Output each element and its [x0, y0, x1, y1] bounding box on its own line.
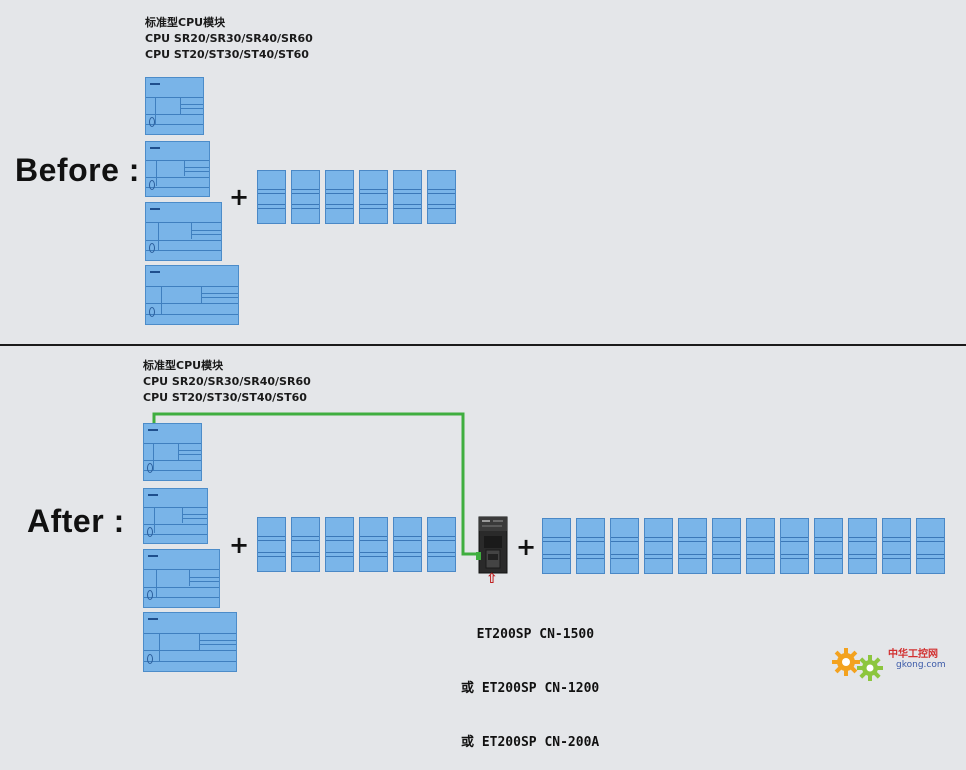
et200sp-cn-labels: ET200SP CN-1500 或 ET200SP CN-1200 或 ET20…: [461, 590, 599, 770]
after-label: After :: [27, 503, 125, 539]
signal-module: [257, 517, 286, 572]
watermark-url: gkong.com: [896, 660, 946, 670]
signal-module: [393, 170, 422, 224]
et200sp-cn-module: [476, 516, 508, 574]
cpu-module: [143, 423, 202, 481]
after-plus-right: +: [516, 533, 537, 561]
signal-module: [780, 518, 809, 574]
cpu-module: [143, 612, 237, 672]
cpu-module: [143, 488, 208, 544]
signal-module: [882, 518, 911, 574]
signal-module: [291, 170, 320, 224]
signal-module: [393, 517, 422, 572]
signal-module: [576, 518, 605, 574]
before-label: Before :: [15, 152, 140, 188]
signal-module: [644, 518, 673, 574]
watermark-cn: 中华工控网: [888, 649, 938, 660]
signal-module: [542, 518, 571, 574]
signal-module: [678, 518, 707, 574]
after-title-block: 标准型CPU模块 CPU SR20/SR30/SR40/SR60 CPU ST2…: [143, 358, 311, 406]
section-divider: [0, 344, 966, 346]
cpu-module: [145, 77, 204, 135]
signal-module: [325, 517, 354, 572]
signal-module: [746, 518, 775, 574]
signal-module: [712, 518, 741, 574]
cpu-module: [145, 141, 210, 197]
before-title-block: 标准型CPU模块 CPU SR20/SR30/SR40/SR60 CPU ST2…: [145, 15, 313, 63]
watermark: 中华工控网 gkong.com: [830, 640, 960, 690]
cn-label-line-3: 或 ET200SP CN-200A: [461, 735, 600, 750]
signal-module: [359, 170, 388, 224]
before-heading: 标准型CPU模块: [145, 16, 226, 29]
signal-module: [610, 518, 639, 574]
signal-module: [916, 518, 945, 574]
gear-icon: [832, 648, 883, 681]
cn-label-line-1: ET200SP CN-1500: [461, 627, 595, 642]
after-heading: 标准型CPU模块: [143, 359, 224, 372]
cn-label-line-2: 或 ET200SP CN-1200: [461, 681, 600, 696]
cpu-module: [143, 549, 220, 608]
signal-module: [848, 518, 877, 574]
signal-module: [427, 517, 456, 572]
signal-module: [427, 170, 456, 224]
cpu-module: [145, 265, 239, 325]
cpu-module: [145, 202, 222, 261]
up-arrow-icon: ⇧: [486, 571, 498, 587]
signal-module: [257, 170, 286, 224]
after-plus-left: +: [229, 531, 250, 559]
before-cpu-line-1: CPU SR20/SR30/SR40/SR60: [145, 32, 313, 45]
signal-module: [325, 170, 354, 224]
before-cpu-line-2: CPU ST20/ST30/ST40/ST60: [145, 48, 309, 61]
signal-module: [814, 518, 843, 574]
after-cpu-line-2: CPU ST20/ST30/ST40/ST60: [143, 391, 307, 404]
before-plus: +: [229, 183, 250, 211]
signal-module: [359, 517, 388, 572]
signal-module: [291, 517, 320, 572]
after-cpu-line-1: CPU SR20/SR30/SR40/SR60: [143, 375, 311, 388]
